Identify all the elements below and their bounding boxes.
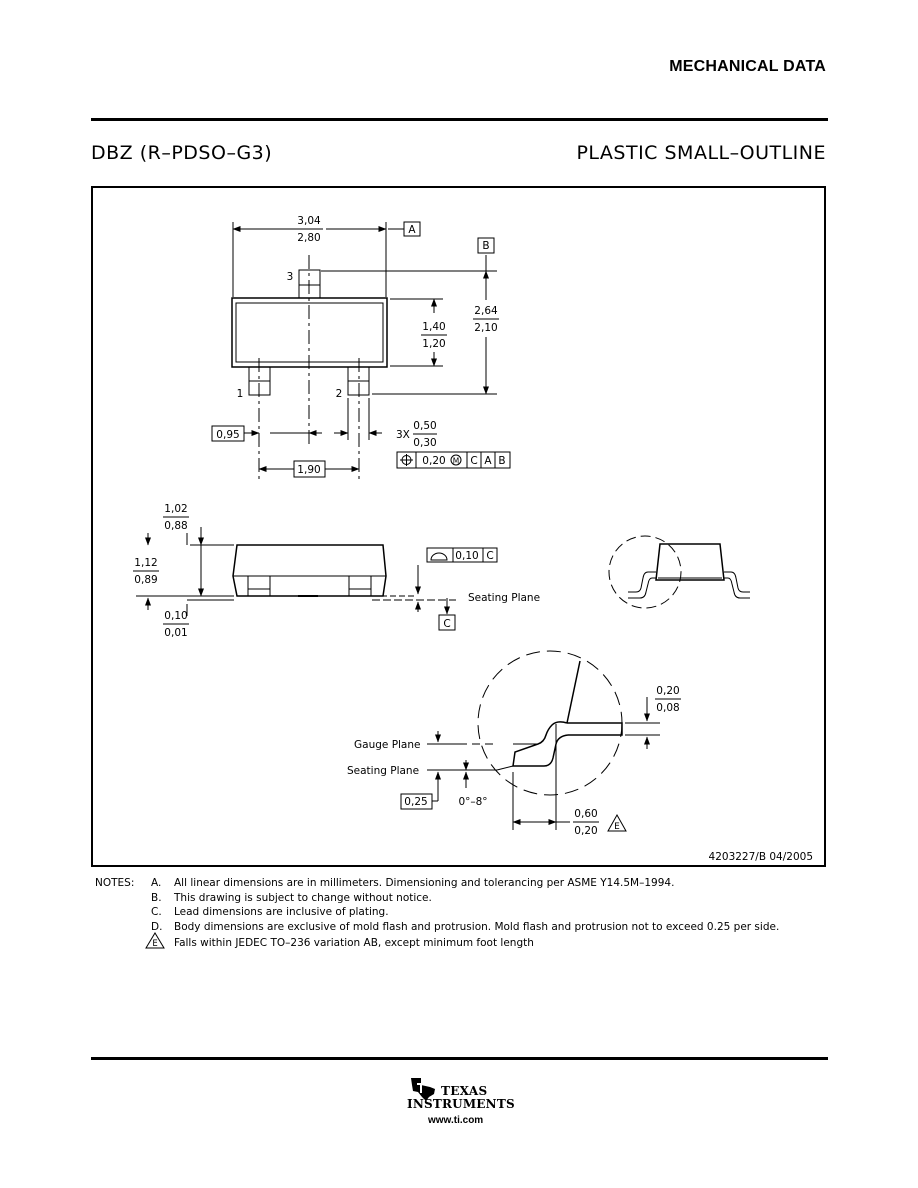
package-code: DBZ (R–PDSO–G3) xyxy=(91,142,273,164)
coplanarity-datum: C xyxy=(486,550,493,562)
dim-lead-max: 0,50 xyxy=(413,420,436,432)
note-key: D. xyxy=(151,920,163,933)
texas-state-icon xyxy=(411,1078,435,1101)
bottom-rule xyxy=(91,1057,828,1060)
fcf-datum-a: A xyxy=(484,455,492,467)
dim-overall-max: 2,64 xyxy=(474,305,498,317)
datum-a-label: A xyxy=(408,224,416,236)
dim-lead-thk-min: 0,08 xyxy=(656,702,679,714)
dim-width-min: 2,80 xyxy=(297,232,320,244)
note-key: B. xyxy=(151,891,162,904)
pin-2-label: 2 xyxy=(336,388,343,400)
dim-width-max: 3,04 xyxy=(297,215,321,227)
notes-label: NOTES: xyxy=(95,877,135,889)
seating-plane-label: Seating Plane xyxy=(468,592,540,604)
dim-height-max: 1,02 xyxy=(164,503,187,515)
gauge-plane-label: Gauge Plane xyxy=(354,739,421,751)
lead-count-mult: 3X xyxy=(396,429,410,441)
note-key: E xyxy=(152,939,157,949)
pin-3-label: 3 xyxy=(287,271,294,283)
brand-line-1: TEXAS xyxy=(441,1084,488,1098)
dim-body-min: 1,20 xyxy=(422,338,445,350)
note-e-flag: E xyxy=(614,822,620,832)
top-rule xyxy=(91,118,828,121)
note-text: Body dimensions are exclusive of mold fl… xyxy=(174,920,780,933)
dim-angle: 0°–8° xyxy=(458,796,487,808)
ti-logo: TEXAS INSTRUMENTS www.ti.com xyxy=(405,1076,517,1126)
pin-1-label: 1 xyxy=(237,388,244,400)
fcf-modifier: M xyxy=(453,457,459,466)
note-key: A. xyxy=(151,877,162,889)
note-text: This drawing is subject to change withou… xyxy=(174,891,432,904)
note-e-triangle: E xyxy=(145,932,165,954)
top-view xyxy=(211,221,511,480)
dim-total-min: 0,89 xyxy=(134,574,157,586)
lead-sketch xyxy=(608,535,750,609)
website-url[interactable]: www.ti.com xyxy=(428,1115,484,1126)
dim-lead-min: 0,30 xyxy=(413,437,436,449)
dim-span: 1,90 xyxy=(297,464,320,476)
dim-overall-min: 2,10 xyxy=(474,322,497,334)
fcf-datum-b: B xyxy=(498,455,505,467)
fcf-tolerance: 0,20 xyxy=(422,455,445,467)
page-header-title: MECHANICAL DATA xyxy=(669,58,826,75)
dim-total-max: 1,12 xyxy=(134,557,157,569)
note-text: Falls within JEDEC TO–236 variation AB, … xyxy=(174,937,534,949)
datum-b-label: B xyxy=(482,240,489,252)
dim-standoff-min: 0,01 xyxy=(164,627,187,639)
brand-line-2: INSTRUMENTS xyxy=(407,1097,515,1111)
note-text: All linear dimensions are in millimeters… xyxy=(174,877,675,889)
drawing-id: 4203227/B 04/2005 xyxy=(709,851,813,863)
datum-c-label: C xyxy=(443,618,450,630)
coplanarity-value: 0,10 xyxy=(455,550,478,562)
package-type: PLASTIC SMALL–OUTLINE xyxy=(576,142,826,164)
dim-foot-min: 0,20 xyxy=(574,825,597,837)
dim-body-max: 1,40 xyxy=(422,321,445,333)
note-text: Lead dimensions are inclusive of plating… xyxy=(174,906,389,918)
dim-height-min: 0,88 xyxy=(164,520,187,532)
detail-view xyxy=(400,650,660,832)
fcf-datum-c: C xyxy=(470,455,477,467)
side-view xyxy=(136,527,498,631)
dim-pitch: 0,95 xyxy=(216,429,239,441)
detail-seating-plane-label: Seating Plane xyxy=(347,765,419,777)
dim-standoff-max: 0,10 xyxy=(164,610,187,622)
drawing-frame xyxy=(91,186,826,867)
triangle-flag-icon: E xyxy=(145,932,165,949)
note-key: C. xyxy=(151,906,162,918)
dim-foot-max: 0,60 xyxy=(574,808,597,820)
dim-lead-thk-max: 0,20 xyxy=(656,685,679,697)
feature-control-frame xyxy=(396,451,511,469)
dim-gauge: 0,25 xyxy=(404,796,427,808)
